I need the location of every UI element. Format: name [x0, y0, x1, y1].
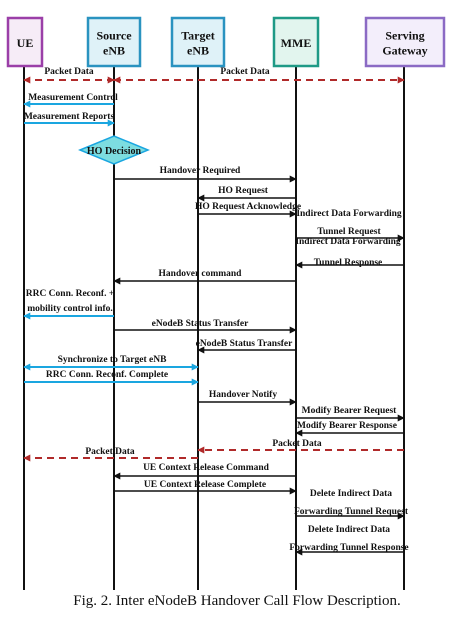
- message-13: eNodeB Status Transfer: [196, 339, 296, 354]
- message-label: mobility control info.: [27, 304, 113, 314]
- message-label: UE Context Release Command: [143, 463, 270, 473]
- message-4: Measurement Reports: [24, 112, 115, 127]
- message-12: eNodeB Status Transfer: [114, 319, 297, 334]
- src-label: eNB: [103, 44, 125, 58]
- ue-label: UE: [17, 36, 34, 50]
- message-label: RRC Conn. Reconf. Complete: [46, 370, 168, 380]
- message-19: Packet Data: [197, 439, 404, 454]
- message-label: eNodeB Status Transfer: [196, 339, 294, 349]
- message-label: Indirect Data Forwarding: [295, 237, 401, 247]
- src-label: Source: [96, 29, 132, 43]
- message-1: Packet Data: [23, 67, 115, 84]
- message-label: Modify Bearer Request: [302, 406, 397, 416]
- message-20: Packet Data: [23, 447, 198, 462]
- handover-call-flow-diagram: UESourceeNBTargeteNBMMEServingGatewayPac…: [6, 16, 446, 590]
- message-label: HO Request Acknowledge: [195, 202, 301, 212]
- src-box-frame: [86, 16, 142, 68]
- message-label: Packet Data: [44, 67, 94, 77]
- decision-shape: [78, 135, 150, 165]
- message-16: Handover Notify: [198, 390, 297, 406]
- message-21: UE Context Release Command: [113, 463, 296, 480]
- sgw-label: Gateway: [382, 44, 427, 58]
- tgt-label: eNB: [187, 44, 209, 58]
- message-10: Handover command: [113, 269, 296, 285]
- message-label: Tunnel Response: [314, 258, 383, 268]
- message-label: Tunnel Request: [317, 227, 381, 237]
- message-label: Forwarding Tunnel Response: [289, 543, 408, 553]
- tgt-box-frame: [170, 16, 226, 68]
- message-5: Handover Required: [114, 166, 297, 183]
- message-17: Modify Bearer Request: [296, 406, 405, 422]
- ue-entity-box: UE: [6, 16, 44, 68]
- message-15: RRC Conn. Reconf. Complete: [24, 370, 199, 386]
- message-label: Handover Notify: [209, 390, 277, 400]
- message-3: Measurement Control: [23, 93, 118, 108]
- message-label: RRC Conn. Reconf. +: [26, 289, 115, 299]
- message-label: HO Request: [218, 186, 269, 196]
- figure-caption: Fig. 2. Inter eNodeB Handover Call Flow …: [73, 593, 401, 609]
- message-label: Packet Data: [220, 67, 270, 77]
- mme-entity-box: MME: [272, 16, 320, 68]
- sgw-box-frame: [364, 16, 446, 68]
- message-label: Measurement Control: [28, 93, 118, 103]
- message-label: Delete Indirect Data: [308, 525, 390, 535]
- ho-decision-diamond: HO Decision: [78, 135, 150, 165]
- message-18: Modify Bearer Response: [295, 421, 404, 437]
- message-7: HO Request Acknowledge: [195, 202, 301, 218]
- ue-box-frame: [6, 16, 44, 68]
- message-label: eNodeB Status Transfer: [152, 319, 250, 329]
- message-label: Forwarding Tunnel Request: [294, 507, 409, 517]
- message-label: Modify Bearer Response: [297, 421, 397, 431]
- message-14: Synchronize to Target eNB: [23, 355, 199, 371]
- message-2: Packet Data: [113, 67, 405, 84]
- message-label: Handover Required: [160, 166, 241, 176]
- message-label: Indirect Data Forwarding: [296, 209, 402, 219]
- message-6: HO Request: [197, 186, 296, 202]
- message-11: RRC Conn. Reconf. + mobility control info…: [23, 289, 115, 320]
- decision-label: HO Decision: [87, 146, 142, 157]
- mme-label: MME: [281, 36, 312, 50]
- message-label: Packet Data: [272, 439, 322, 449]
- sgw-label: Serving: [385, 29, 424, 43]
- message-label: Synchronize to Target eNB: [58, 355, 167, 365]
- message-label: Packet Data: [85, 447, 135, 457]
- message-label: Handover command: [159, 269, 243, 279]
- message-label: UE Context Release Complete: [144, 480, 266, 490]
- message-22: UE Context Release Complete: [114, 480, 297, 495]
- mme-box-frame: [272, 16, 320, 68]
- tgt-label: Target: [181, 29, 215, 43]
- message-label: Measurement Reports: [24, 112, 115, 122]
- message-label: Delete Indirect Data: [310, 489, 392, 499]
